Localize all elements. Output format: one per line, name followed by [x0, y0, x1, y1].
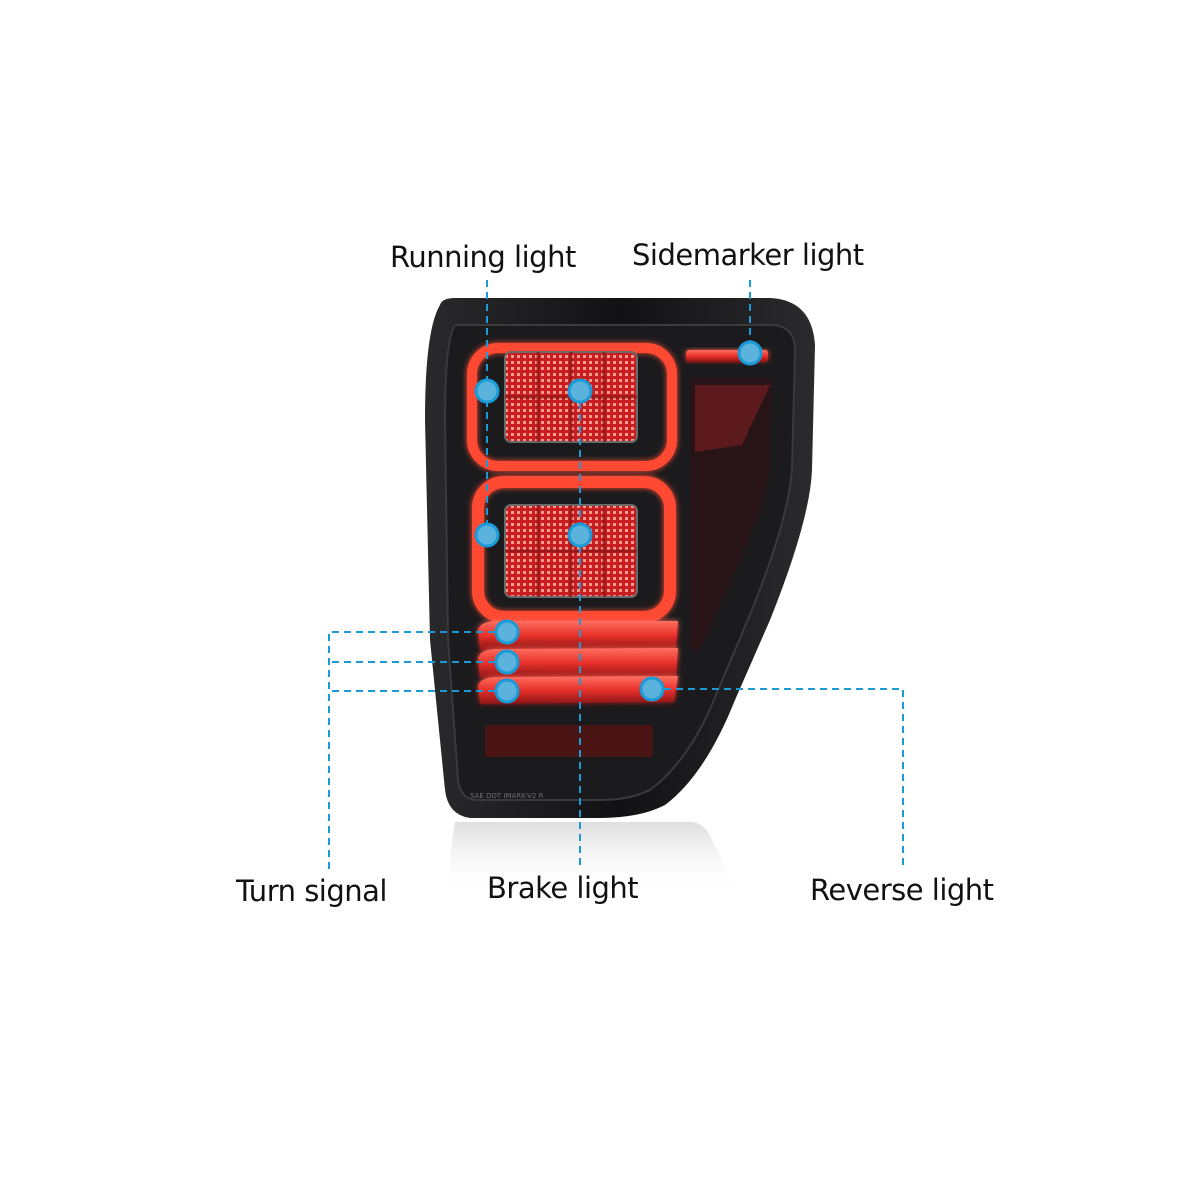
housing-imprint: SAE DOT IMARK-V2 R: [470, 792, 544, 800]
label-running-light: Running light: [390, 240, 576, 274]
upper-light-ring: [467, 343, 677, 471]
turn-signal-dot-3[interactable]: [494, 678, 520, 704]
turn-signal-leader-1: [328, 631, 507, 870]
running-light-dot-lower[interactable]: [474, 522, 500, 548]
sidemarker-light-dot[interactable]: [737, 340, 763, 366]
turn-signal-dot-2[interactable]: [494, 649, 520, 675]
label-reverse-light: Reverse light: [810, 873, 994, 907]
lower-led-grid: [505, 505, 637, 597]
side-red-reflector: [695, 385, 770, 452]
turn-signal-dot-1[interactable]: [494, 619, 520, 645]
bottom-reflector: [485, 725, 653, 757]
led-bar-2: [478, 648, 678, 678]
reflection: [449, 822, 740, 895]
label-brake-light: Brake light: [487, 871, 639, 905]
label-sidemarker-light: Sidemarker light: [632, 238, 864, 272]
brake-light-dot-lower[interactable]: [567, 522, 593, 548]
running-light-dot-upper[interactable]: [474, 378, 500, 404]
callout-lines: [328, 280, 904, 870]
brake-light-dot-upper[interactable]: [567, 378, 593, 404]
reverse-light-dot[interactable]: [639, 676, 665, 702]
led-bar-1: [478, 621, 678, 650]
led-bar-3: [478, 676, 678, 704]
label-turn-signal: Turn signal: [236, 874, 387, 908]
lower-light-ring: [472, 476, 676, 623]
